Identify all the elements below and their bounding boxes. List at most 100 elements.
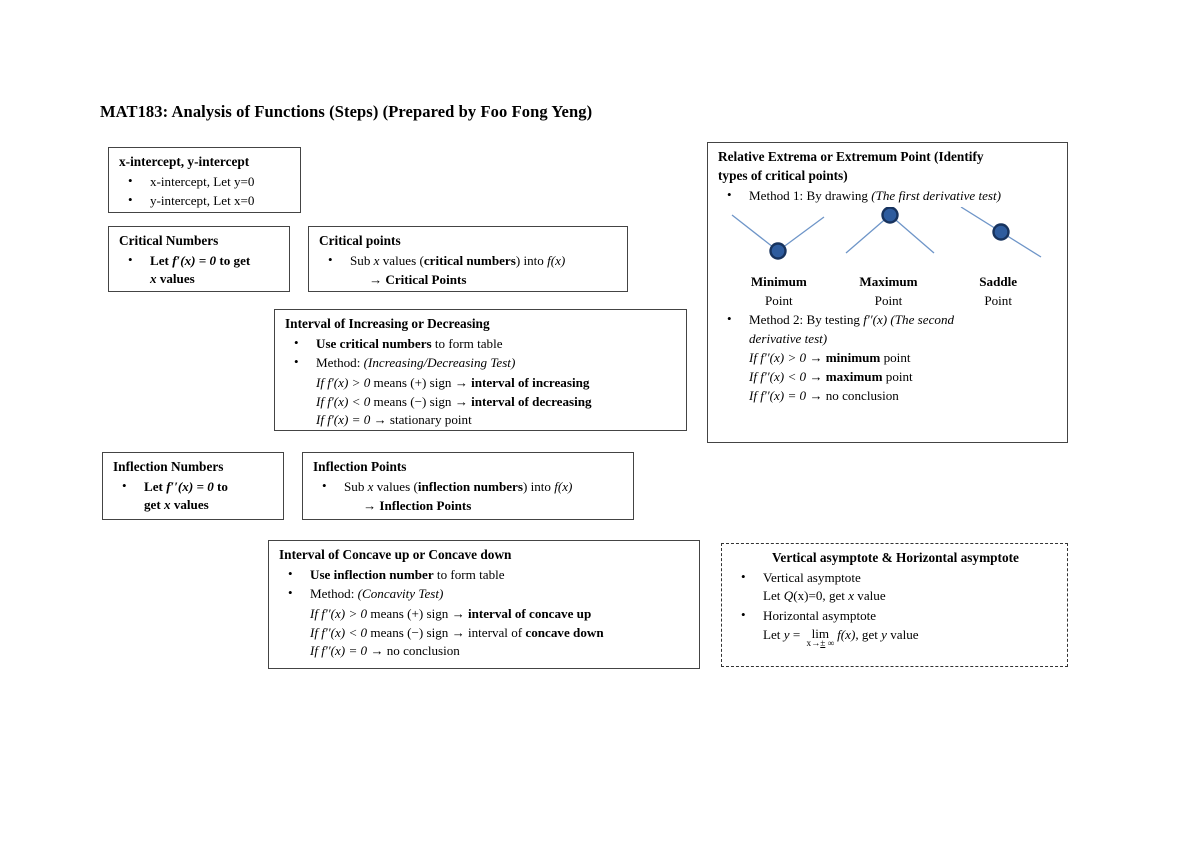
figure-minimum (731, 214, 825, 261)
rule-middle: means (+) sign → (370, 375, 472, 391)
minimum-point-node (769, 242, 787, 261)
rule-condition: If f′(x) > 0 (316, 375, 371, 391)
text-fragment: Let (763, 626, 784, 642)
figure-maximum (845, 207, 935, 254)
extrema-method2-list: Method 2: By testing f′′(x) (The secondd… (718, 310, 1059, 348)
text-fragment: Method 1: By drawing (749, 187, 872, 203)
emphasis-text: Use critical numbers (316, 335, 432, 351)
math-variable: x (367, 478, 374, 494)
emphasis-text: inflection numbers (417, 478, 523, 494)
text-fragment: values (156, 271, 195, 287)
rule-line: If f′′(x) = 0 → no conclusion (749, 387, 1059, 406)
test-name: (Increasing/Decreasing Test) (363, 355, 516, 371)
list-item: Method 1: By drawing (The first derivati… (718, 186, 1059, 206)
rule-line: If f′(x) > 0 means (+) sign → interval o… (316, 374, 678, 393)
extrema-figure-labels: Minimum Point Maximum Point Saddle Point (718, 273, 1059, 310)
figure-label-bottom: Point (765, 292, 793, 308)
box-critical-numbers-title: Critical Numbers (119, 233, 219, 248)
extrema-diagram: Minimum Point Maximum Point Saddle Point (718, 207, 1059, 311)
figure-saddle (960, 207, 1042, 258)
second-derivative-rules: If f′′(x) > 0 → minimum point If f′′(x) … (718, 349, 1059, 405)
limit-subscript: x→± ∞ (806, 637, 834, 648)
math-variable: y (783, 626, 790, 642)
text-fragment: values ( (373, 478, 418, 494)
math-expression: f(x) (837, 626, 856, 642)
asymptote-horizontal-label: Horizontal asymptote (763, 608, 877, 624)
rule-middle: → (367, 643, 387, 659)
text-fragment: value (854, 588, 886, 604)
box-inflection-numbers: Inflection Numbers Let f′′(x) = 0 toget … (102, 452, 284, 520)
box-interval-increasing-decreasing-title: Interval of Increasing or Decreasing (285, 316, 490, 331)
box-interval-increasing-decreasing-list: Use critical numbers to form table Metho… (285, 334, 678, 373)
math-expression: f′′(x) (863, 312, 888, 328)
text-fragment: = (789, 626, 804, 642)
rule-condition: If f′(x) = 0 (316, 412, 371, 428)
rule-result: interval of decreasing (471, 393, 592, 409)
math-variable: x (373, 252, 380, 268)
list-item: Use critical numbers to form table (285, 334, 678, 354)
text-fragment: Let (144, 478, 167, 494)
figure-label-maximum: Maximum Point (834, 273, 944, 310)
rule-result: no conclusion (386, 643, 460, 659)
rule-middle: means (−) sign → (367, 624, 468, 640)
rule-line: If f′(x) = 0 → stationary point (316, 411, 678, 430)
rule-condition: If f′′(x) > 0 (310, 606, 368, 622)
rule-result: maximum (825, 369, 883, 385)
rule-prefix: interval of (467, 624, 526, 640)
rule-result: concave down (525, 624, 604, 640)
emphasis-text: critical numbers (423, 252, 516, 268)
text-fragment: , get (855, 626, 882, 642)
asymptote-vertical-label: Vertical asymptote (763, 569, 861, 585)
box-intercepts-title: x-intercept, y-intercept (119, 154, 250, 169)
box-interval-concavity: Interval of Concave up or Concave down U… (268, 540, 700, 669)
box-critical-points-list: Sub x values (critical numbers) into f(x… (319, 251, 619, 271)
maximum-point-node (881, 207, 899, 225)
plus-minus-symbol: ± (820, 637, 826, 648)
box-asymptotes-title: Vertical asymptote & Horizontal asymptot… (772, 550, 1019, 565)
title-line-2: types of critical points) (718, 167, 848, 183)
extrema-diagram-svg (731, 207, 1042, 261)
extrema-method1-list: Method 1: By drawing (The first derivati… (718, 186, 1059, 206)
inflection-points-arrow-line: → Inflection Points (313, 497, 625, 516)
text-fragment: values (170, 497, 209, 513)
box-asymptotes: Vertical asymptote & Horizontal asymptot… (721, 543, 1068, 667)
box-critical-points-title: Critical points (319, 233, 401, 248)
text-fragment: Let (763, 588, 784, 604)
limit-operator: lim (811, 625, 830, 641)
list-item: Method: (Increasing/Decreasing Test) (285, 353, 678, 373)
rule-condition: If f′′(x) = 0 (310, 643, 368, 659)
limit-subscript-pre: x→ (806, 637, 821, 648)
rule-result: interval of increasing (471, 375, 590, 391)
rule-line: If f′′(x) = 0 → no conclusion (310, 642, 691, 661)
list-item: Vertical asymptote Let Q(x)=0, get x val… (732, 568, 1059, 606)
rule-middle: → (370, 412, 390, 428)
arrow-result-text: → Critical Points (369, 272, 467, 288)
box-inflection-points-list: Sub x values (inflection numbers) into f… (313, 477, 625, 497)
math-expression: f′′(x) = 0 (166, 478, 214, 494)
increasing-decreasing-rules: If f′(x) > 0 means (+) sign → interval o… (285, 374, 678, 430)
rule-line: If f′′(x) < 0 → maximum point (749, 368, 1059, 387)
arrow-result-text: → Inflection Points (363, 498, 472, 514)
text-fragment: to (213, 478, 228, 494)
test-name: (Concavity Test) (357, 586, 444, 602)
rule-condition: If f′′(x) < 0 (310, 624, 368, 640)
text-fragment: Sub (350, 252, 374, 268)
figure-label-minimum: Minimum Point (724, 273, 834, 310)
rule-result: interval of concave up (467, 606, 592, 622)
rule-condition: If f′′(x) < 0 (749, 369, 807, 385)
rule-result: stationary point (389, 412, 472, 428)
text-fragment: Sub (344, 478, 368, 494)
text-fragment: values ( (379, 252, 424, 268)
rule-tail: point (882, 369, 913, 385)
rule-line: If f′′(x) < 0 means (−) sign → interval … (310, 624, 691, 643)
box-relative-extrema: Relative Extrema or Extremum Point (Iden… (707, 142, 1068, 443)
rule-result: minimum (825, 350, 881, 366)
box-asymptotes-list: Vertical asymptote Let Q(x)=0, get x val… (732, 568, 1059, 648)
emphasis-text: Use inflection number (310, 566, 434, 582)
text-fragment: Method: (310, 586, 358, 602)
list-item: y-intercept, Let x=0 (119, 191, 292, 211)
figure-label-saddle: Saddle Point (943, 273, 1053, 310)
